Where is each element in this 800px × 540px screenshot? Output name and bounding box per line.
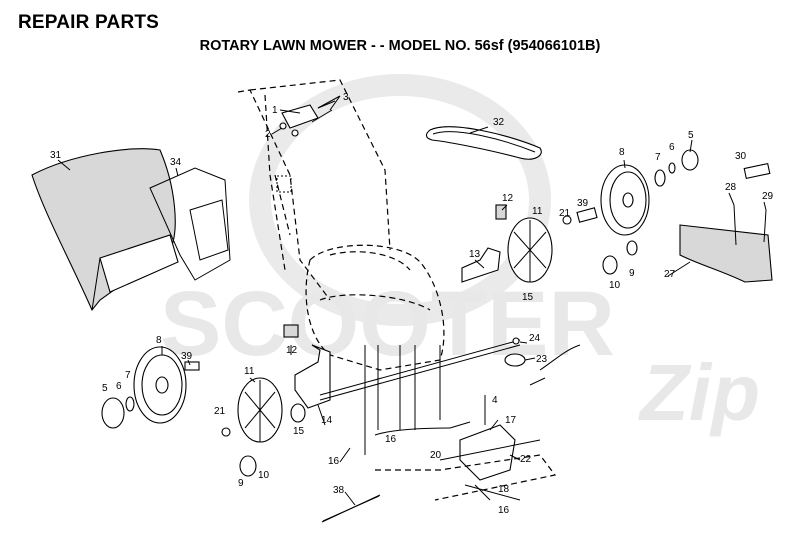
rear-wheel-right [600,149,699,236]
callout-7-right: 7 [655,152,661,163]
left-bracket [283,324,331,409]
callout-39-right: 39 [577,198,589,209]
callout-12-right: 12 [502,193,514,204]
callout-21-right: 21 [559,208,571,219]
callout-1: 1 [272,105,278,116]
callout-15-left: 15 [293,426,305,437]
grass-bag [31,148,179,312]
callout-7-left: 7 [125,370,131,381]
callout-labels: 1 2 3 4 5 5 6 6 7 7 8 8 9 9 10 10 11 11 … [50,92,774,516]
left-drive-wheel [221,377,306,477]
callout-9-left: 9 [238,478,244,489]
transmission [374,337,581,501]
diagram-title: ROTARY LAWN MOWER - - MODEL NO. 56sf (95… [199,38,601,54]
callout-11-left: 11 [244,366,255,377]
callout-18: 18 [498,484,510,495]
drive-belt [425,126,542,160]
rear-wheel-left [101,346,200,429]
reference-lines [364,345,557,501]
callout-30: 30 [735,151,747,162]
callout-8-right: 8 [619,147,625,158]
handle-assembly [237,79,391,301]
upper-drive-parts [461,204,638,283]
callout-14: 14 [321,415,333,426]
rod-38 [321,494,381,523]
callout-31: 31 [50,150,62,161]
callout-12-left: 12 [286,345,298,356]
watermark-text: SCOOTER [160,273,615,375]
callout-5-left: 5 [102,383,108,394]
callout-11-right: 11 [532,206,543,217]
callout-22: 22 [520,454,532,465]
rear-shield [679,162,773,283]
callout-2: 2 [265,129,271,140]
callout-16-left: 16 [328,456,340,467]
callout-29: 29 [762,191,774,202]
callout-8-left: 8 [156,335,162,346]
callout-10-right: 10 [609,280,621,291]
callout-5-right: 5 [688,130,694,141]
watermark-script: Zip [638,348,760,437]
callout-13: 13 [469,249,481,260]
callout-32: 32 [493,117,505,128]
callout-21-left: 21 [214,406,226,417]
bag-frame [149,167,231,281]
leader-lines [57,95,767,506]
mower-deck [305,244,445,371]
callout-23: 23 [536,354,548,365]
callout-38: 38 [333,485,345,496]
callout-16-mid: 16 [385,434,397,445]
callout-6-left: 6 [116,381,122,392]
drive-shaft [319,339,521,401]
callout-24: 24 [529,333,541,344]
callout-4: 4 [492,395,498,406]
callout-28: 28 [725,182,737,193]
callout-10-left: 10 [258,470,270,481]
callout-16-bottom: 16 [498,505,510,516]
callout-34: 34 [170,157,182,168]
callout-6-right: 6 [669,142,675,153]
callout-9-right: 9 [629,268,635,279]
callout-17: 17 [505,415,517,426]
callout-3: 3 [343,92,349,103]
watermark: SCOOTER Zip [160,74,760,437]
callout-39-left: 39 [181,351,193,362]
page-header: REPAIR PARTS [18,12,160,33]
callout-15-right: 15 [522,292,534,303]
callout-20: 20 [430,450,442,461]
